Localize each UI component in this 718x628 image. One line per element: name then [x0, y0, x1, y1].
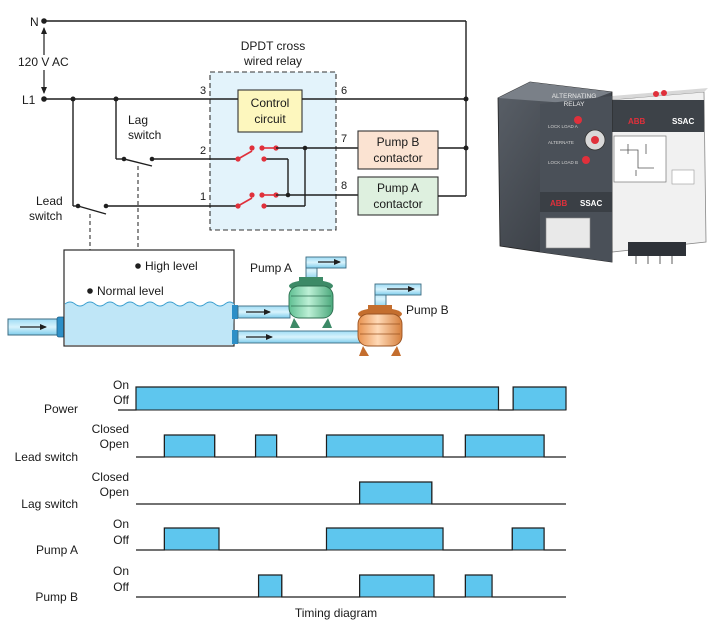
pump-b: Pump B	[357, 283, 449, 356]
module1-title-line2: RELAY	[564, 101, 585, 108]
neutral-label: N	[30, 15, 39, 29]
control-circuit-box	[237, 89, 303, 133]
terminal-6: 6	[341, 85, 347, 97]
tank-system: High level Normal level Pump A	[7, 249, 449, 356]
pump-a: Pump A	[250, 256, 347, 328]
pump-b-label: Pump B	[406, 303, 449, 317]
module2-wiring-label	[613, 135, 667, 183]
relay-contact-upper	[237, 150, 253, 160]
lead-switch-pulse-3	[325, 434, 444, 458]
lead-switch-pulse-2	[255, 434, 278, 458]
pump-b-label: Pump B	[35, 590, 78, 604]
normal-level-label: Normal level	[97, 284, 164, 298]
dial-alternate: ALTERNATE	[548, 140, 574, 145]
terminal-3: 3	[200, 85, 206, 97]
module1-brand: ABB	[550, 199, 568, 208]
lag-switch-blade	[123, 158, 153, 167]
relay-title-line1: DPDT cross	[241, 39, 305, 53]
lead-switch-state-high-label: Closed	[92, 422, 129, 436]
circuit-schematic: N 120 V AC L1 DPDT cross wired relay Con…	[18, 15, 469, 290]
control-circuit-line1: Control	[251, 96, 290, 110]
terminal-2: 2	[200, 145, 206, 157]
lag-switch-state-high-label: Closed	[92, 470, 129, 484]
dial-lock-load-b: LOCK LOAD B	[548, 160, 578, 165]
lag-switch-line2: switch	[128, 128, 161, 142]
pump-a-contactor	[357, 176, 439, 216]
lag-switch-waveform	[136, 481, 566, 505]
pump-b-contactor-line2: contactor	[373, 151, 422, 165]
module2-brand-sub: SSAC	[672, 117, 694, 126]
pump-a-label: Pump A	[250, 261, 292, 275]
pump-a-contactor-line1: Pump A	[377, 181, 419, 195]
pump-b-state-high-label: On	[113, 564, 129, 578]
lead-switch-state-low-label: Open	[100, 437, 129, 451]
pump-a-pulse-2	[325, 527, 444, 551]
module1-rating-label	[545, 217, 591, 249]
pump-a-state-low-label: Off	[113, 533, 129, 547]
pump-a-label: Pump A	[36, 543, 78, 557]
alternating-relay-photo: ABB SSAC ALTERNATING RELAY LOCK LOAD A A…	[497, 81, 708, 264]
lead-switch-waveform	[136, 434, 566, 458]
terminal-8: 8	[341, 180, 347, 192]
terminal-1: 1	[200, 191, 206, 203]
power-state-low-label: Off	[113, 393, 129, 407]
power-pulse-1	[135, 386, 499, 411]
high-level-float	[135, 263, 141, 269]
lead-switch-label: Lead switch	[15, 450, 78, 464]
tank-water	[65, 302, 234, 345]
pump-b-contactor-line1: Pump B	[377, 135, 420, 149]
pump-b-pulse-2	[359, 574, 435, 598]
lead-switch-pulse-1	[163, 434, 216, 458]
pump-b-waveform	[136, 574, 566, 598]
lead-switch-line2: switch	[29, 209, 62, 223]
normal-level-float	[87, 288, 93, 294]
lead-switch-pulse-4	[464, 434, 545, 458]
relay-contact-lower	[237, 197, 253, 207]
pump-a-pulse-3	[511, 527, 545, 551]
lag-switch-line1: Lag	[128, 113, 148, 127]
high-level-label: High level	[145, 259, 198, 273]
pump-b-pulse-3	[464, 574, 493, 598]
lag-switch-label: Lag switch	[21, 497, 78, 511]
line-label: L1	[22, 93, 36, 107]
control-circuit-line2: circuit	[254, 112, 286, 126]
pump-b-pulse-1	[258, 574, 283, 598]
power-waveform	[118, 386, 567, 411]
terminal-7: 7	[341, 133, 347, 145]
power-label: Power	[44, 402, 78, 416]
module2-brand: ABB	[628, 117, 646, 126]
relay-title-line2: wired relay	[243, 54, 302, 68]
voltage-label: 120 V AC	[18, 55, 69, 69]
pump-a-contactor-line2: contactor	[373, 197, 422, 211]
neutral-terminal-dot	[41, 18, 47, 24]
timing-diagram-title: Timing diagram	[295, 606, 377, 620]
lag-switch-state-low-label: Open	[100, 485, 129, 499]
pump-a-waveform	[136, 527, 566, 551]
power-state-high-label: On	[113, 378, 129, 392]
pump-a-pulse-1	[163, 527, 220, 551]
module1-brand-sub: SSAC	[580, 199, 602, 208]
lead-switch-blade	[77, 205, 107, 215]
module1-title-line1: ALTERNATING	[552, 93, 597, 100]
dial-lock-load-a: LOCK LOAD A	[548, 124, 578, 129]
line-terminal-dot	[41, 96, 47, 102]
pump-b-contactor	[357, 130, 439, 170]
pump-b-state-low-label: Off	[113, 580, 129, 594]
pump-a-state-high-label: On	[113, 517, 129, 531]
power-pulse-2	[512, 386, 567, 411]
lag-switch-pulse-1	[359, 481, 433, 505]
lead-switch-line1: Lead	[36, 194, 63, 208]
